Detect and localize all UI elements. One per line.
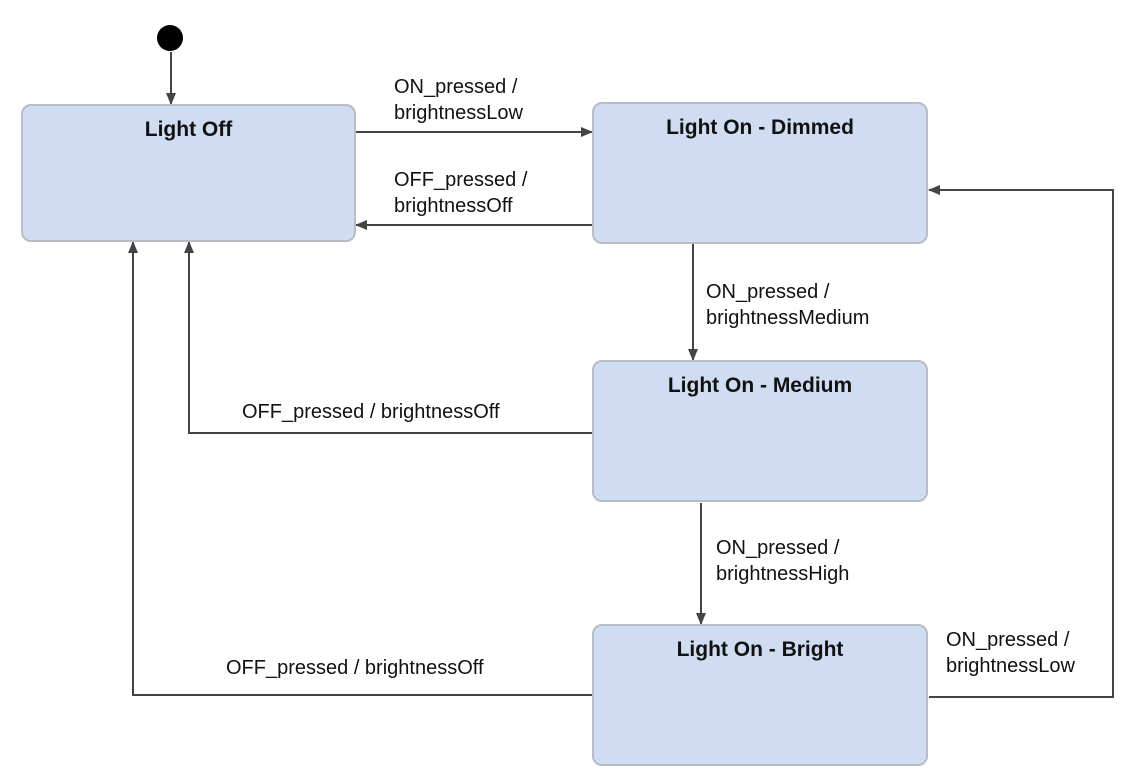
label-bright-to-dimmed: ON_pressed / brightnessLow xyxy=(946,627,1075,679)
state-title: Light On - Medium xyxy=(667,374,853,397)
state-title: Light Off xyxy=(144,118,233,141)
transition-action: brightnessOff xyxy=(394,195,513,217)
label-medium-to-off: OFF_pressed / brightnessOff xyxy=(242,399,500,425)
label-dimmed-to-medium: ON_pressed / brightnessMedium xyxy=(706,279,869,331)
state-title: Light On - Bright xyxy=(676,638,844,661)
state-light-on-medium: Light On - Medium xyxy=(592,360,928,502)
transition-event: ON_pressed / xyxy=(706,281,830,303)
label-dimmed-to-off: OFF_pressed / brightnessOff xyxy=(394,167,527,219)
state-light-on-dimmed: Light On - Dimmed xyxy=(592,102,928,244)
transition-action: brightnessLow xyxy=(394,102,523,124)
transition-event: ON_pressed / xyxy=(946,629,1070,651)
state-title: Light On - Dimmed xyxy=(666,116,854,139)
transition-event: ON_pressed / xyxy=(716,537,840,559)
arrow-bright-to-dimmed xyxy=(928,185,1114,698)
transition-text: OFF_pressed / brightnessOff xyxy=(226,657,484,679)
label-bright-to-off: OFF_pressed / brightnessOff xyxy=(226,655,484,681)
transition-action: brightnessLow xyxy=(946,655,1075,677)
transition-text: OFF_pressed / brightnessOff xyxy=(242,401,500,423)
transition-event: ON_pressed / xyxy=(394,76,518,98)
arrow-bright-to-off xyxy=(128,241,592,696)
state-light-on-bright: Light On - Bright xyxy=(592,624,928,766)
initial-state-node xyxy=(157,25,183,51)
transition-action: brightnessMedium xyxy=(706,307,870,329)
transition-action: brightnessHigh xyxy=(716,563,850,585)
label-medium-to-bright: ON_pressed / brightnessHigh xyxy=(716,535,849,587)
label-off-to-dimmed: ON_pressed / brightnessLow xyxy=(394,74,523,126)
transition-event: OFF_pressed / xyxy=(394,169,528,191)
arrow-medium-to-off xyxy=(184,241,592,434)
state-light-off: Light Off xyxy=(21,104,356,242)
